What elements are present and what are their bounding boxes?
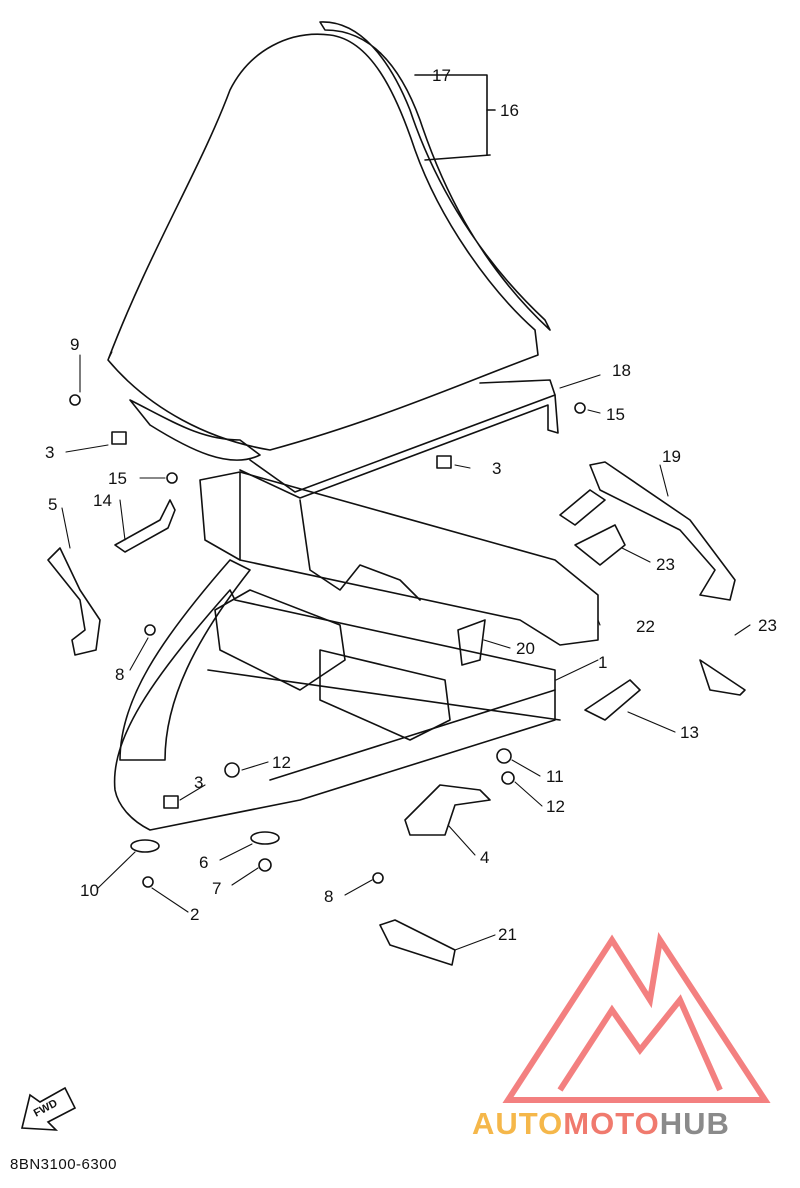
grommet-6 xyxy=(250,831,280,845)
callout-8: 8 xyxy=(324,887,333,906)
nut-3b xyxy=(436,455,452,469)
bolt-8a xyxy=(144,624,156,636)
bracket-21 xyxy=(379,919,456,966)
bracket-14 xyxy=(114,499,176,553)
callout-12: 12 xyxy=(272,753,291,772)
callout-18: 18 xyxy=(612,361,631,380)
bolt-15b xyxy=(574,402,586,414)
callout-23: 23 xyxy=(758,616,777,635)
bolt-15a xyxy=(166,472,178,484)
callout-16: 16 xyxy=(500,101,519,120)
upper-cowl-frame xyxy=(129,399,261,461)
inner-panel-left xyxy=(119,559,251,761)
windscreen-moulding xyxy=(319,21,551,331)
callout-20: 20 xyxy=(516,639,535,658)
watermark-text: AUTOMOTOHUB xyxy=(472,1106,730,1142)
watermark-part-3: HUB xyxy=(659,1106,730,1141)
callout-3: 3 xyxy=(492,459,501,478)
callout-15: 15 xyxy=(108,469,127,488)
callout-4: 4 xyxy=(480,848,489,867)
callout-8: 8 xyxy=(115,665,124,684)
nut-12a xyxy=(224,762,240,778)
collar-7 xyxy=(258,858,272,872)
callout-21: 21 xyxy=(498,925,517,944)
screen-stay xyxy=(239,394,559,499)
callout-10: 10 xyxy=(80,881,99,900)
grommet-10 xyxy=(130,839,160,853)
nut-3c xyxy=(163,795,179,809)
damper-23-lower xyxy=(699,659,746,696)
callout-23: 23 xyxy=(656,555,675,574)
callout-3: 3 xyxy=(45,443,54,462)
stay-4 xyxy=(404,784,491,836)
bolt-8b xyxy=(372,872,384,884)
callout-17: 17 xyxy=(432,66,451,85)
nut-12b xyxy=(501,771,515,785)
bolt-9 xyxy=(69,394,81,406)
washer-11 xyxy=(496,748,512,764)
nut-3a xyxy=(111,431,127,445)
callout-6: 6 xyxy=(199,853,208,872)
callout-2: 2 xyxy=(190,905,199,924)
callout-12: 12 xyxy=(546,797,565,816)
meter-assembly xyxy=(214,589,346,691)
air-duct xyxy=(457,619,486,666)
bracket-19 xyxy=(589,461,736,601)
callout-9: 9 xyxy=(70,335,79,354)
callout-5: 5 xyxy=(48,495,57,514)
diagram-code: 8BN3100-6300 xyxy=(10,1156,117,1173)
bracket-13 xyxy=(584,679,641,721)
callout-15: 15 xyxy=(606,405,625,424)
callout-1: 1 xyxy=(598,653,607,672)
watermark-part-1: AUTO xyxy=(472,1106,564,1141)
callout-7: 7 xyxy=(212,879,221,898)
watermark-part-2: MOTO xyxy=(563,1106,660,1141)
callout-22: 22 xyxy=(636,617,655,636)
watermark-logo-icon xyxy=(502,931,771,1103)
callout-3: 3 xyxy=(194,773,203,792)
bolt-2 xyxy=(142,876,154,888)
callout-19: 19 xyxy=(662,447,681,466)
callout-14: 14 xyxy=(93,491,112,510)
lower-cowling xyxy=(113,589,556,831)
damper-23-upper xyxy=(574,524,626,566)
fwd-arrow-icon: FWD xyxy=(20,1086,77,1131)
cowling-stay xyxy=(199,471,599,646)
callout-11: 11 xyxy=(546,767,564,786)
windscreen xyxy=(107,33,539,451)
callout-13: 13 xyxy=(680,723,699,742)
stay-5 xyxy=(47,547,101,656)
